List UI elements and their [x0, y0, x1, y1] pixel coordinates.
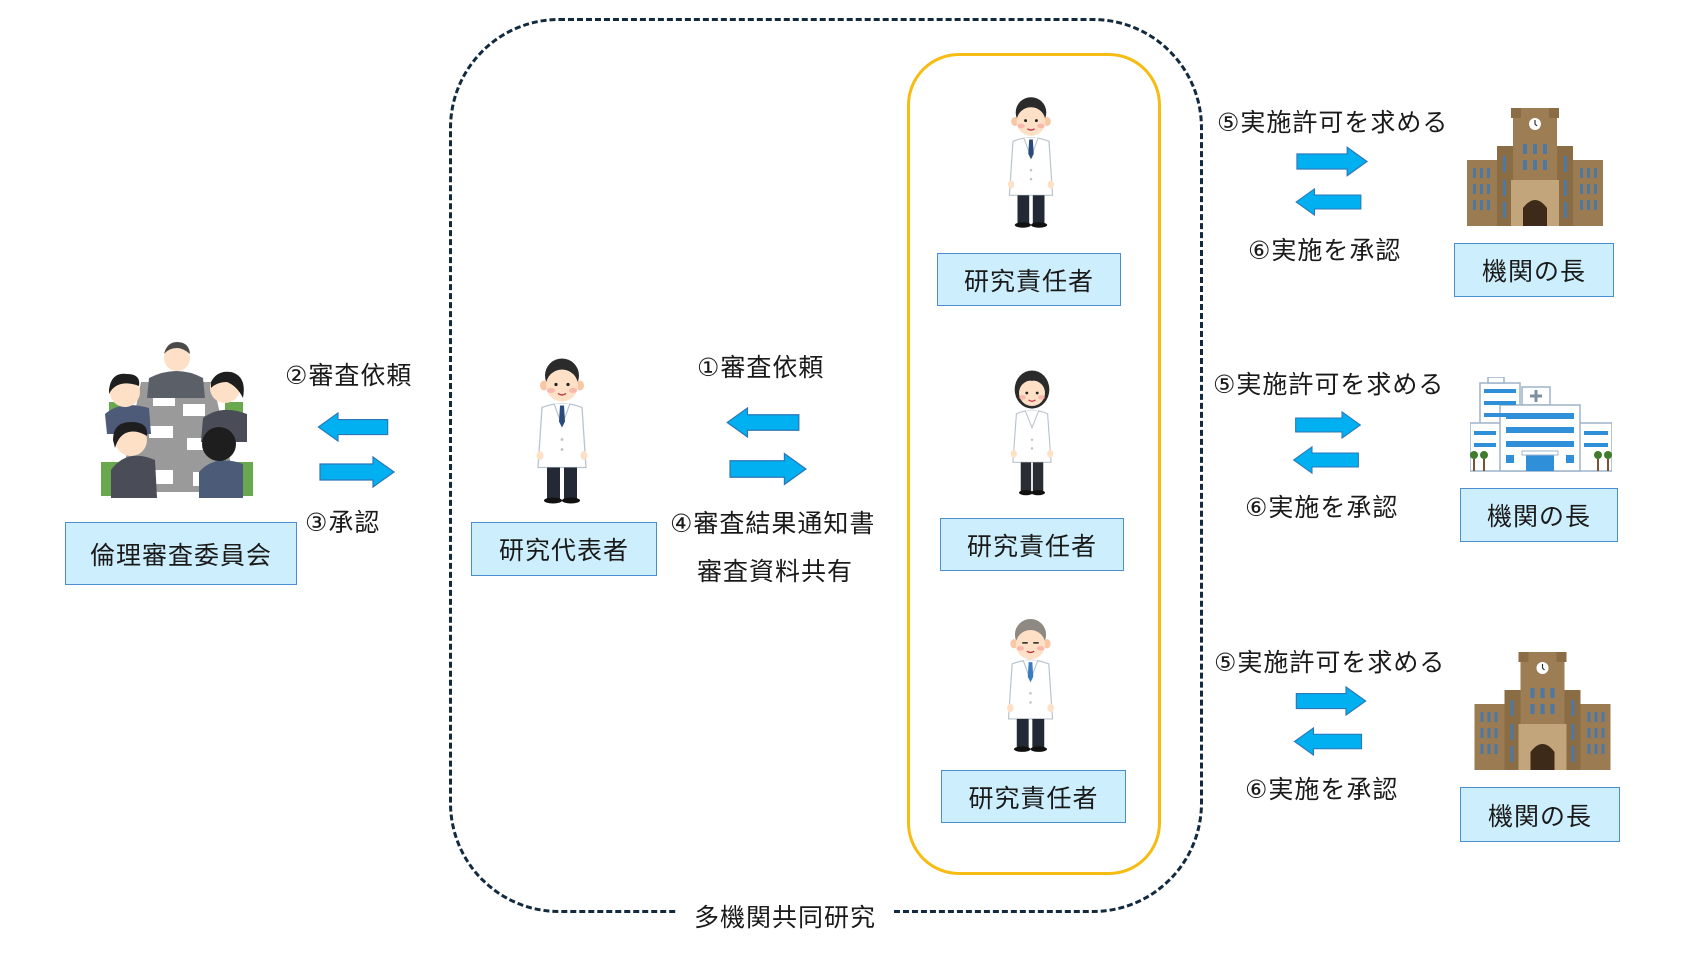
researcher-label-box: 研究責任者	[941, 770, 1126, 823]
arrow-right-icon	[1295, 686, 1367, 716]
institution-head-label: 機関の長	[1481, 257, 1586, 286]
institution-head-label: 機関の長	[1487, 801, 1592, 831]
principal-investigator-label: 研究代表者	[498, 536, 629, 565]
pi-share-label: 審査資料共有	[697, 557, 854, 586]
arrow-right-icon	[729, 452, 807, 486]
university-building-illustration	[1473, 652, 1612, 770]
arrow-right-icon	[318, 456, 396, 488]
arrow-left-icon	[1292, 188, 1365, 216]
arrow-right-icon	[1296, 146, 1368, 177]
institution-head-label-box: 機関の長	[1460, 488, 1618, 542]
arrow-left-icon	[1291, 727, 1365, 756]
principal-investigator-label-box: 研究代表者	[471, 522, 657, 576]
arrow-left-icon	[1289, 446, 1363, 474]
university-building-illustration	[1467, 108, 1603, 226]
researcher-label-box: 研究責任者	[937, 253, 1121, 306]
committee-approve-label: ③承認	[305, 508, 381, 537]
institution-approve-label: ⑥実施を承認	[1245, 775, 1399, 804]
committee-request-label: ②審査依頼	[285, 361, 413, 390]
doctor-elderly-illustration	[1003, 612, 1058, 758]
doctor-male-illustration	[1004, 88, 1058, 236]
institution-head-label-box: 機関の長	[1454, 243, 1614, 297]
arrow-left-icon	[314, 412, 392, 442]
doctor-female-illustration	[1006, 362, 1058, 502]
institution-head-label: 機関の長	[1486, 502, 1591, 531]
researcher-group-border	[907, 53, 1161, 875]
doctor-male-illustration	[532, 353, 592, 508]
arrow-right-icon	[1292, 411, 1364, 439]
pi-request-label: ①審査依頼	[697, 353, 825, 382]
institution-request-label: ⑤実施許可を求める	[1213, 370, 1445, 399]
pi-result-label: ④審査結果通知書	[670, 509, 876, 538]
researcher-label: 研究責任者	[968, 783, 1099, 813]
institution-approve-label: ⑥実施を承認	[1248, 236, 1402, 265]
researcher-label: 研究責任者	[963, 266, 1094, 296]
arrow-left-icon	[724, 407, 802, 438]
institution-request-label: ⑤実施許可を求める	[1214, 648, 1446, 677]
researcher-label: 研究責任者	[966, 531, 1097, 561]
researcher-label-box: 研究責任者	[940, 518, 1124, 571]
committee-meeting-illustration	[101, 342, 253, 500]
institution-request-label: ⑤実施許可を求める	[1217, 108, 1449, 137]
committee-label-box: 倫理審査委員会	[65, 522, 297, 585]
committee-label: 倫理審査委員会	[89, 540, 272, 570]
institution-approve-label: ⑥実施を承認	[1245, 493, 1399, 522]
institution-head-label-box: 機関の長	[1460, 787, 1620, 842]
multi-institution-group-caption: 多機関共同研究	[676, 899, 894, 933]
hospital-building-illustration	[1470, 377, 1612, 473]
